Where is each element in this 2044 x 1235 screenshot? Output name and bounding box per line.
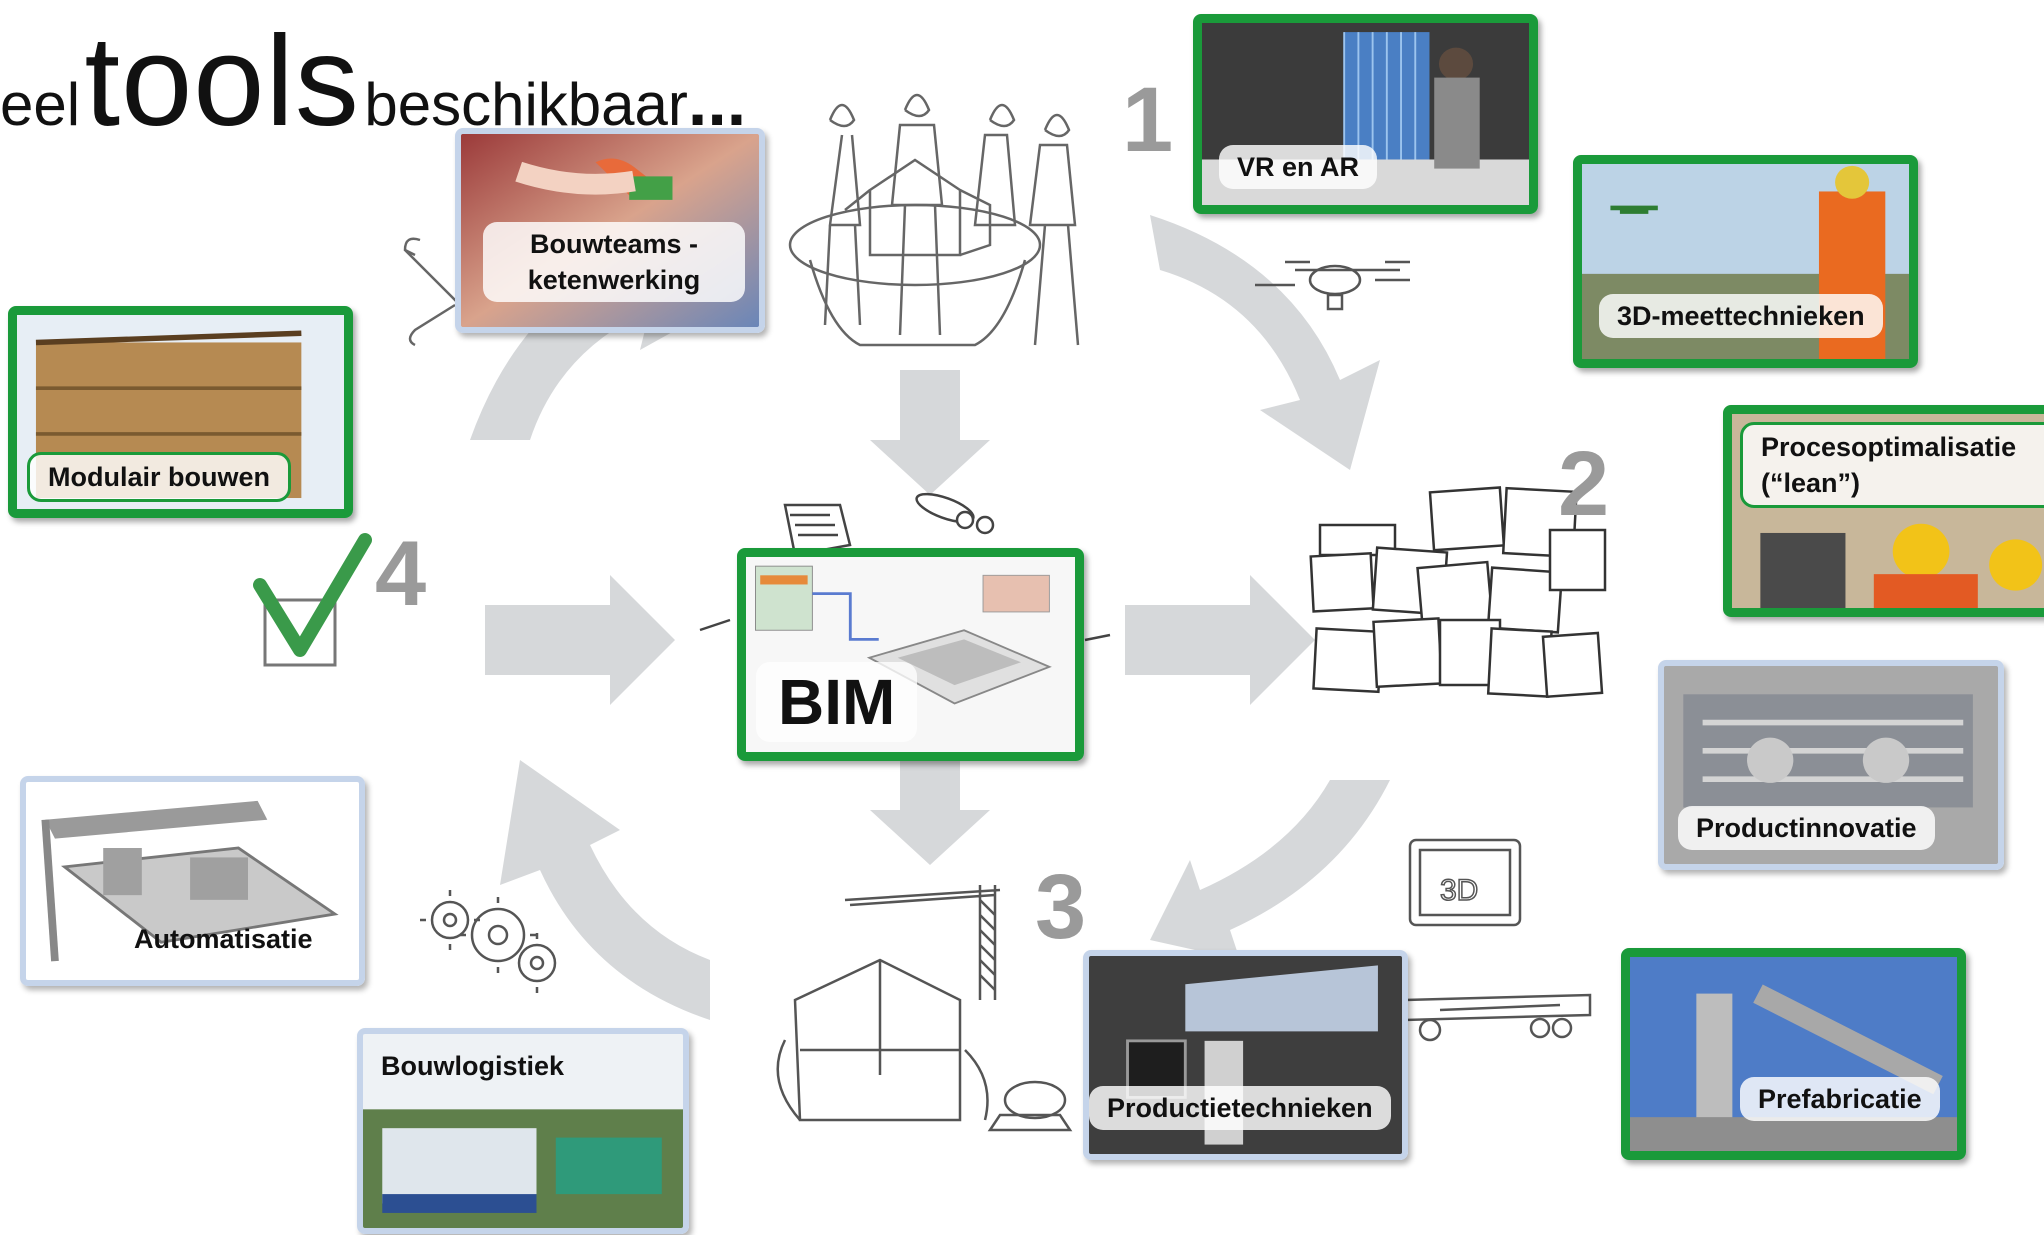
tool-label-productietechnieken: Productietechnieken — [1089, 1086, 1391, 1130]
svg-text:3D: 3D — [1440, 874, 1478, 907]
tool-label-modulair: Modulair bouwen — [27, 452, 291, 502]
tool-card-automatisatie[interactable]: Automatisatie — [20, 776, 365, 986]
wall-printing-robot-image — [26, 782, 359, 980]
title-prefix: eel — [0, 71, 81, 138]
tool-card-productietechnieken[interactable]: Productietechnieken — [1083, 950, 1408, 1160]
tool-label-prefab: Prefabricatie — [1740, 1077, 1940, 1121]
bim-label: BIM — [756, 662, 918, 742]
title-main: tools — [84, 10, 360, 153]
tool-label-3d-meet: 3D-meettechnieken — [1599, 294, 1883, 338]
printer-3d-icon: 3D — [1408, 838, 1522, 927]
tool-label-automatisatie: Automatisatie — [134, 924, 313, 954]
sticky-notes-sketch — [1309, 486, 1607, 699]
arrow-left-to-bim — [485, 575, 675, 705]
precast-elements-image — [1630, 957, 1957, 1151]
tool-label-bouwlogistiek: Bouwlogistiek — [381, 1051, 565, 1081]
tool-card-bouwlogistiek[interactable]: Bouwlogistiek — [357, 1028, 689, 1234]
tool-label-vr: VR en AR — [1219, 145, 1378, 189]
tool-card-proces[interactable]: Procesoptimalisatie (“lean”) — [1723, 405, 2044, 617]
tool-card-3d-meet[interactable]: 3D-meettechnieken — [1573, 155, 1918, 368]
step-number-2: 2 — [1558, 433, 1610, 535]
cycle-arrows — [470, 215, 1390, 1020]
gears-icon — [420, 890, 557, 993]
title-ellipsis: ... — [687, 62, 747, 140]
trailer-sketch — [1403, 993, 1592, 1042]
page-title: eel tools beschikbaar... — [0, 8, 746, 155]
tool-label-productinnovatie: Productinnovatie — [1678, 806, 1935, 850]
arrow-bim-to-bottom — [870, 760, 990, 865]
tool-card-modulair[interactable]: Modulair bouwen — [8, 306, 353, 518]
drone-sketch — [1255, 260, 1410, 311]
bim-center-card[interactable]: BIM — [737, 548, 1084, 761]
construction-sketch — [776, 885, 1073, 1132]
step-number-3: 3 — [1035, 856, 1087, 958]
tool-card-productinnovatie[interactable]: Productinnovatie — [1658, 660, 2004, 870]
team-table-sketch — [403, 93, 1080, 347]
tool-card-prefab[interactable]: Prefabricatie — [1621, 948, 1966, 1160]
cycle-arrow-bottom-left — [500, 760, 710, 1020]
truck-logistics-image — [363, 1034, 683, 1228]
plans-sketch — [699, 492, 1111, 642]
arrow-top-to-bim — [870, 370, 990, 495]
checkmark-icon — [253, 533, 372, 667]
tool-card-vr[interactable]: VR en AR — [1193, 14, 1538, 214]
tool-label-bouwteams: Bouwteams - ketenwerking — [483, 222, 745, 302]
tool-label-proces: Procesoptimalisatie (“lean”) — [1740, 422, 2044, 508]
arrow-bim-to-right — [1125, 575, 1315, 705]
title-suffix: beschikbaar — [364, 71, 688, 138]
tool-card-bouwteams[interactable]: Bouwteams - ketenwerking — [455, 128, 765, 333]
step-number-1: 1 — [1122, 69, 1174, 171]
cycle-arrow-top-right — [1150, 215, 1380, 470]
cycle-arrow-bottom-right — [1150, 780, 1390, 960]
step-number-4: 4 — [375, 523, 427, 625]
